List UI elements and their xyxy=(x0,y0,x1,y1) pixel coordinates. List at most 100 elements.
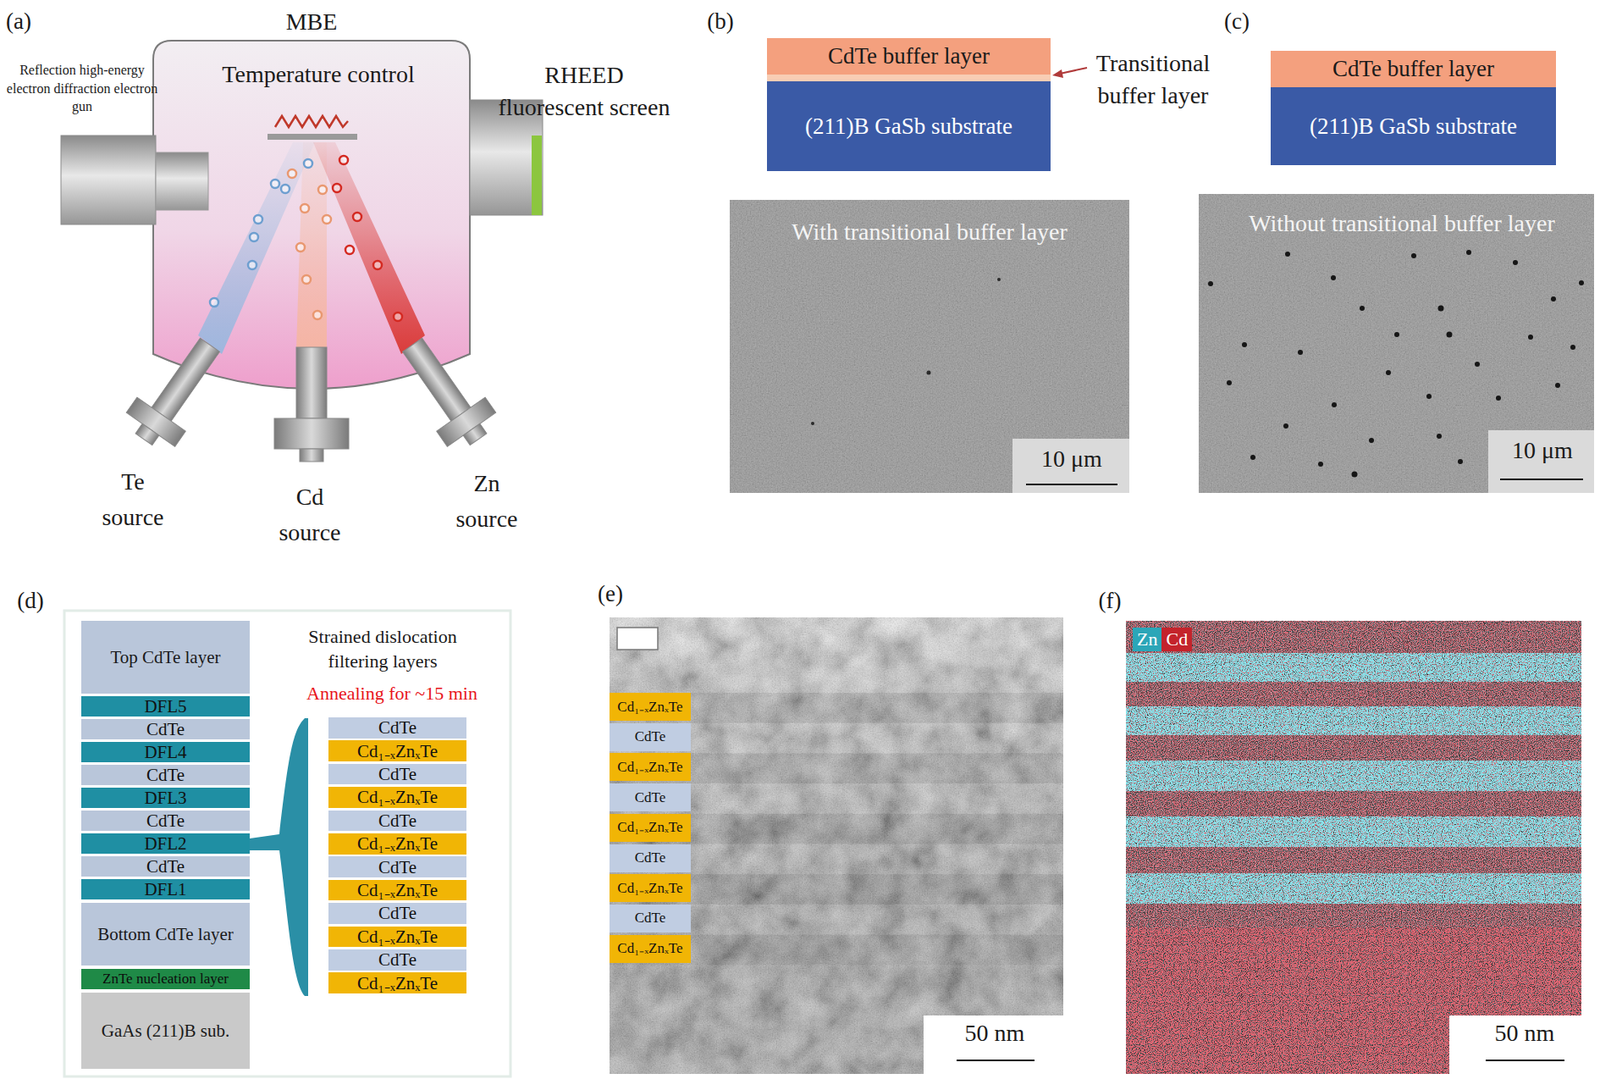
figure-part xyxy=(1578,280,1584,286)
cdte-layer: CdTe xyxy=(81,810,250,831)
scale-bar-box xyxy=(1012,438,1130,493)
layer-label: Cd₁₋ₓZnₓTe xyxy=(357,741,438,761)
cdte-layer: CdTe xyxy=(328,902,467,924)
layer-label: Cd₁₋ₓZnₓTe xyxy=(617,880,683,896)
chamber-body xyxy=(153,40,470,389)
czt-layer: Cd₁₋ₓZnₓTe xyxy=(609,813,691,842)
figure-part xyxy=(270,179,280,188)
figure-part xyxy=(318,185,327,194)
figure-part xyxy=(209,297,219,307)
figure-part xyxy=(300,204,309,213)
cdte-layer: CdTe xyxy=(328,810,467,832)
cdte-layer: CdTe xyxy=(328,855,467,878)
eds-map xyxy=(1125,620,1582,1074)
layer-label: CdTe xyxy=(146,765,185,784)
figure-part xyxy=(345,245,354,254)
figure-part xyxy=(1125,620,1582,1074)
buffer-layer: CdTe buffer layer xyxy=(1270,50,1556,88)
figure-part xyxy=(1436,433,1442,439)
figure-part xyxy=(1570,344,1576,350)
figure-part xyxy=(373,260,382,270)
figure-part xyxy=(299,448,324,462)
figure-part xyxy=(151,337,220,421)
figure-part xyxy=(1457,458,1463,464)
cdte-layer: Bottom CdTe layer xyxy=(81,902,250,966)
figure-part xyxy=(1125,620,1582,1074)
czt-layer: Cd₁₋ₓZnₓTe xyxy=(328,971,467,994)
layer-label: Cd₁₋ₓZnₓTe xyxy=(617,940,683,956)
figure-part xyxy=(135,423,160,445)
figure-part xyxy=(997,277,1001,282)
cdte-layer: CdTe xyxy=(609,904,691,933)
czt-layer: Cd₁₋ₓZnₓTe xyxy=(328,833,467,855)
layer-label: CdTe xyxy=(634,849,667,866)
screen-phosphor xyxy=(531,135,542,216)
substrate-layer: (211)B GaSb substrate xyxy=(1270,87,1556,166)
figure-part xyxy=(296,242,305,252)
layer-label: DFL5 xyxy=(143,696,187,716)
figure-part xyxy=(1512,259,1518,265)
title-label: MBE xyxy=(286,8,338,36)
panel-label: (e) xyxy=(597,580,624,607)
legend: Zn Cd xyxy=(1132,627,1192,652)
figure-part xyxy=(353,212,362,221)
layer-label: Bottom CdTe layer xyxy=(97,924,234,944)
layer-label: CdTe xyxy=(378,903,417,922)
scale-bar-box xyxy=(1488,430,1595,493)
layer-label: CdTe xyxy=(378,717,417,737)
layer-label: CdTe xyxy=(146,856,185,876)
zn-source xyxy=(387,327,503,457)
zn-beam xyxy=(313,142,425,354)
figure-part xyxy=(926,370,932,376)
dfl-layer: DFL3 xyxy=(81,787,250,808)
layer-label: Cd₁₋ₓZnₓTe xyxy=(357,973,438,993)
layer-label: Cd₁₋ₓZnₓTe xyxy=(357,833,438,853)
substrate-heater-plate xyxy=(267,133,358,140)
figure-part xyxy=(1125,620,1582,1074)
figure-part xyxy=(1198,193,1595,493)
layer-label: Cd₁₋ₓZnₓTe xyxy=(357,880,438,900)
layer-label: DFL1 xyxy=(143,879,187,899)
substrate-layer: GaAs (211)B sub. xyxy=(81,992,250,1069)
legend-text: Cd xyxy=(1165,628,1188,650)
panel-frame xyxy=(64,610,511,1076)
layer-label: CdTe buffer layer xyxy=(827,44,990,68)
layer-label: ZnTe nucleation layer xyxy=(102,971,229,987)
figure-part xyxy=(1359,305,1365,311)
figure-part xyxy=(402,337,471,421)
czt-layer: Cd₁₋ₓZnₓTe xyxy=(328,926,467,948)
figure-part xyxy=(1125,872,1582,904)
figure-part xyxy=(1555,382,1561,388)
inset-icon xyxy=(617,627,658,650)
buffer-layer: CdTe buffer layer xyxy=(766,38,1051,75)
cdte-layer: CdTe xyxy=(609,844,691,872)
figure-part xyxy=(729,199,1130,493)
group-label: Strained dislocation filtering layers xyxy=(292,624,475,674)
panel-label: (a) xyxy=(5,8,32,35)
component-label: Temperature control xyxy=(221,60,414,89)
layer-label: Cd₁₋ₓZnₓTe xyxy=(357,787,438,806)
layer-label: CdTe buffer layer xyxy=(1332,56,1495,81)
figure-part xyxy=(1125,816,1582,847)
figure-part xyxy=(1528,334,1534,340)
figure-part xyxy=(339,155,348,165)
figure-part xyxy=(1226,380,1232,386)
figure-part xyxy=(302,275,311,284)
source-label: Cd source xyxy=(271,479,348,551)
figure-part xyxy=(1385,369,1391,376)
figure-part xyxy=(729,199,1130,493)
figure-part xyxy=(1330,275,1336,281)
sem-image-with-layer xyxy=(729,199,1130,493)
layer-label: CdTe xyxy=(378,949,417,969)
figure-part xyxy=(253,215,263,224)
legend-text: Zn xyxy=(1136,628,1158,650)
cdte-layer: CdTe xyxy=(328,763,467,785)
figure-part xyxy=(609,617,1064,1074)
figure-part xyxy=(1125,652,1582,682)
figure-part xyxy=(609,617,1064,1074)
cdte-layer: CdTe xyxy=(81,764,250,785)
scale-bar xyxy=(956,1059,1035,1061)
tem-image xyxy=(609,617,1064,1074)
layer-label: GaAs (211)B sub. xyxy=(101,1020,230,1040)
